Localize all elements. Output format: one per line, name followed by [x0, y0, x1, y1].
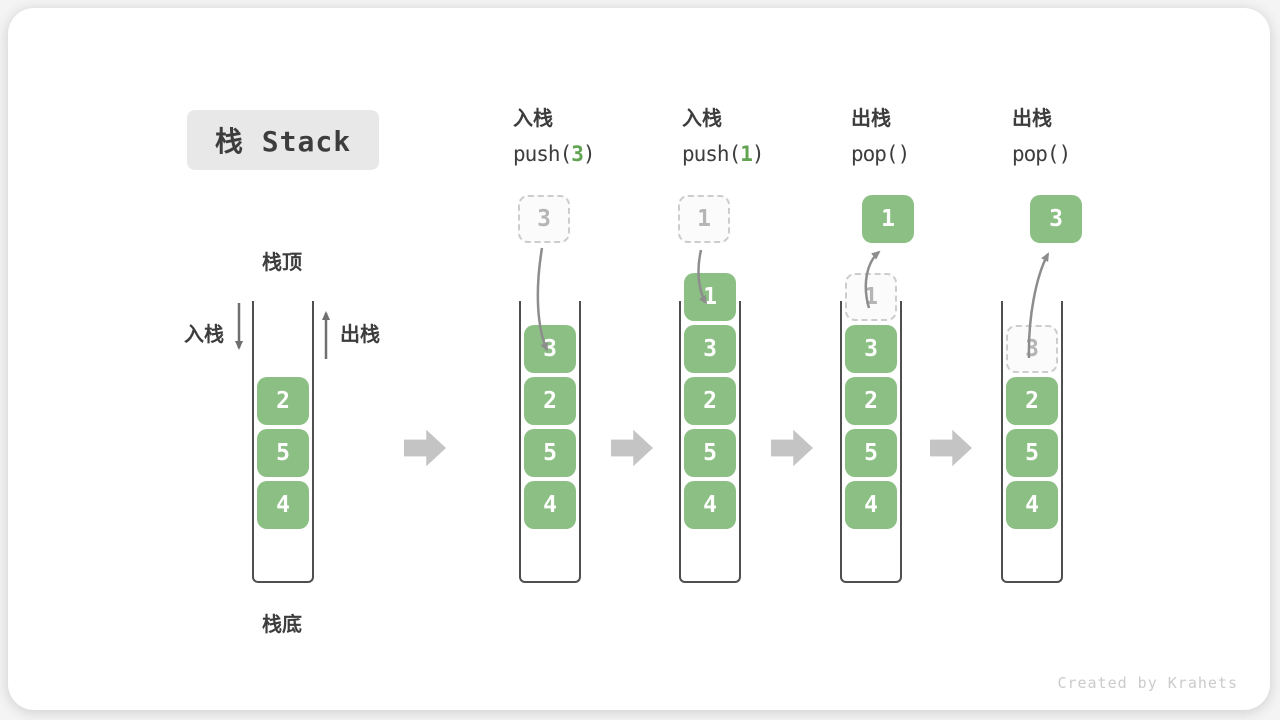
stack-cell: 4	[845, 481, 897, 529]
code-text: push(	[682, 142, 741, 166]
stack-cell: 5	[257, 429, 309, 477]
stack-cell: 3	[684, 325, 736, 373]
stack-cell: 1	[684, 273, 736, 321]
stack-cell: 5	[684, 429, 736, 477]
stack-cell: 2	[524, 377, 576, 425]
operation-label: 入栈	[513, 108, 553, 130]
stack-cell: 5	[1006, 429, 1058, 477]
stack-cell-ghost: 3	[1006, 325, 1058, 373]
stack-cell: 3	[845, 325, 897, 373]
operation-label: 入栈	[682, 108, 722, 130]
step-header-pop-3: 出栈 pop()	[1012, 104, 1071, 168]
diagram-title-label: 栈 Stack	[214, 125, 352, 158]
stack-top-label: 栈顶	[262, 252, 302, 274]
stack-cell: 5	[845, 429, 897, 477]
code-text: )	[582, 142, 596, 166]
stack-cell: 2	[845, 377, 897, 425]
incoming-value-push-3: 3	[518, 195, 570, 243]
stack-cell: 5	[524, 429, 576, 477]
watermark: Created by Krahets	[1057, 674, 1238, 692]
code-text: pop()	[851, 142, 910, 166]
stack-cell: 4	[1006, 481, 1058, 529]
pop-direction-label: 出栈	[340, 324, 380, 346]
stack-cell: 2	[684, 377, 736, 425]
diagram-title: 栈 Stack	[187, 110, 379, 170]
popped-value-pop-1: 1	[862, 195, 914, 243]
code-text: push(	[513, 142, 572, 166]
code-argument: 3	[571, 142, 584, 166]
step-header-push-3: 入栈 push(3)	[513, 104, 596, 168]
operation-code: push(1)	[682, 140, 765, 168]
operation-code: push(3)	[513, 140, 596, 168]
code-text: pop()	[1012, 142, 1071, 166]
step-header-push-1: 入栈 push(1)	[682, 104, 765, 168]
stack-bottom-label: 栈底	[262, 614, 302, 636]
stack-cell: 4	[524, 481, 576, 529]
push-direction-label: 入栈	[184, 324, 224, 346]
step-header-pop-1: 出栈 pop()	[851, 104, 910, 168]
incoming-value-push-1: 1	[678, 195, 730, 243]
operation-code: pop()	[851, 140, 910, 168]
operation-code: pop()	[1012, 140, 1071, 168]
stack-cell: 3	[524, 325, 576, 373]
operation-label: 出栈	[851, 108, 891, 130]
stack-cell-ghost: 1	[845, 273, 897, 321]
stack-cell: 4	[684, 481, 736, 529]
code-argument: 1	[740, 142, 753, 166]
stack-cell: 2	[1006, 377, 1058, 425]
stack-cell: 4	[257, 481, 309, 529]
code-text: )	[751, 142, 765, 166]
stack-cell: 2	[257, 377, 309, 425]
popped-value-pop-3: 3	[1030, 195, 1082, 243]
operation-label: 出栈	[1012, 108, 1052, 130]
